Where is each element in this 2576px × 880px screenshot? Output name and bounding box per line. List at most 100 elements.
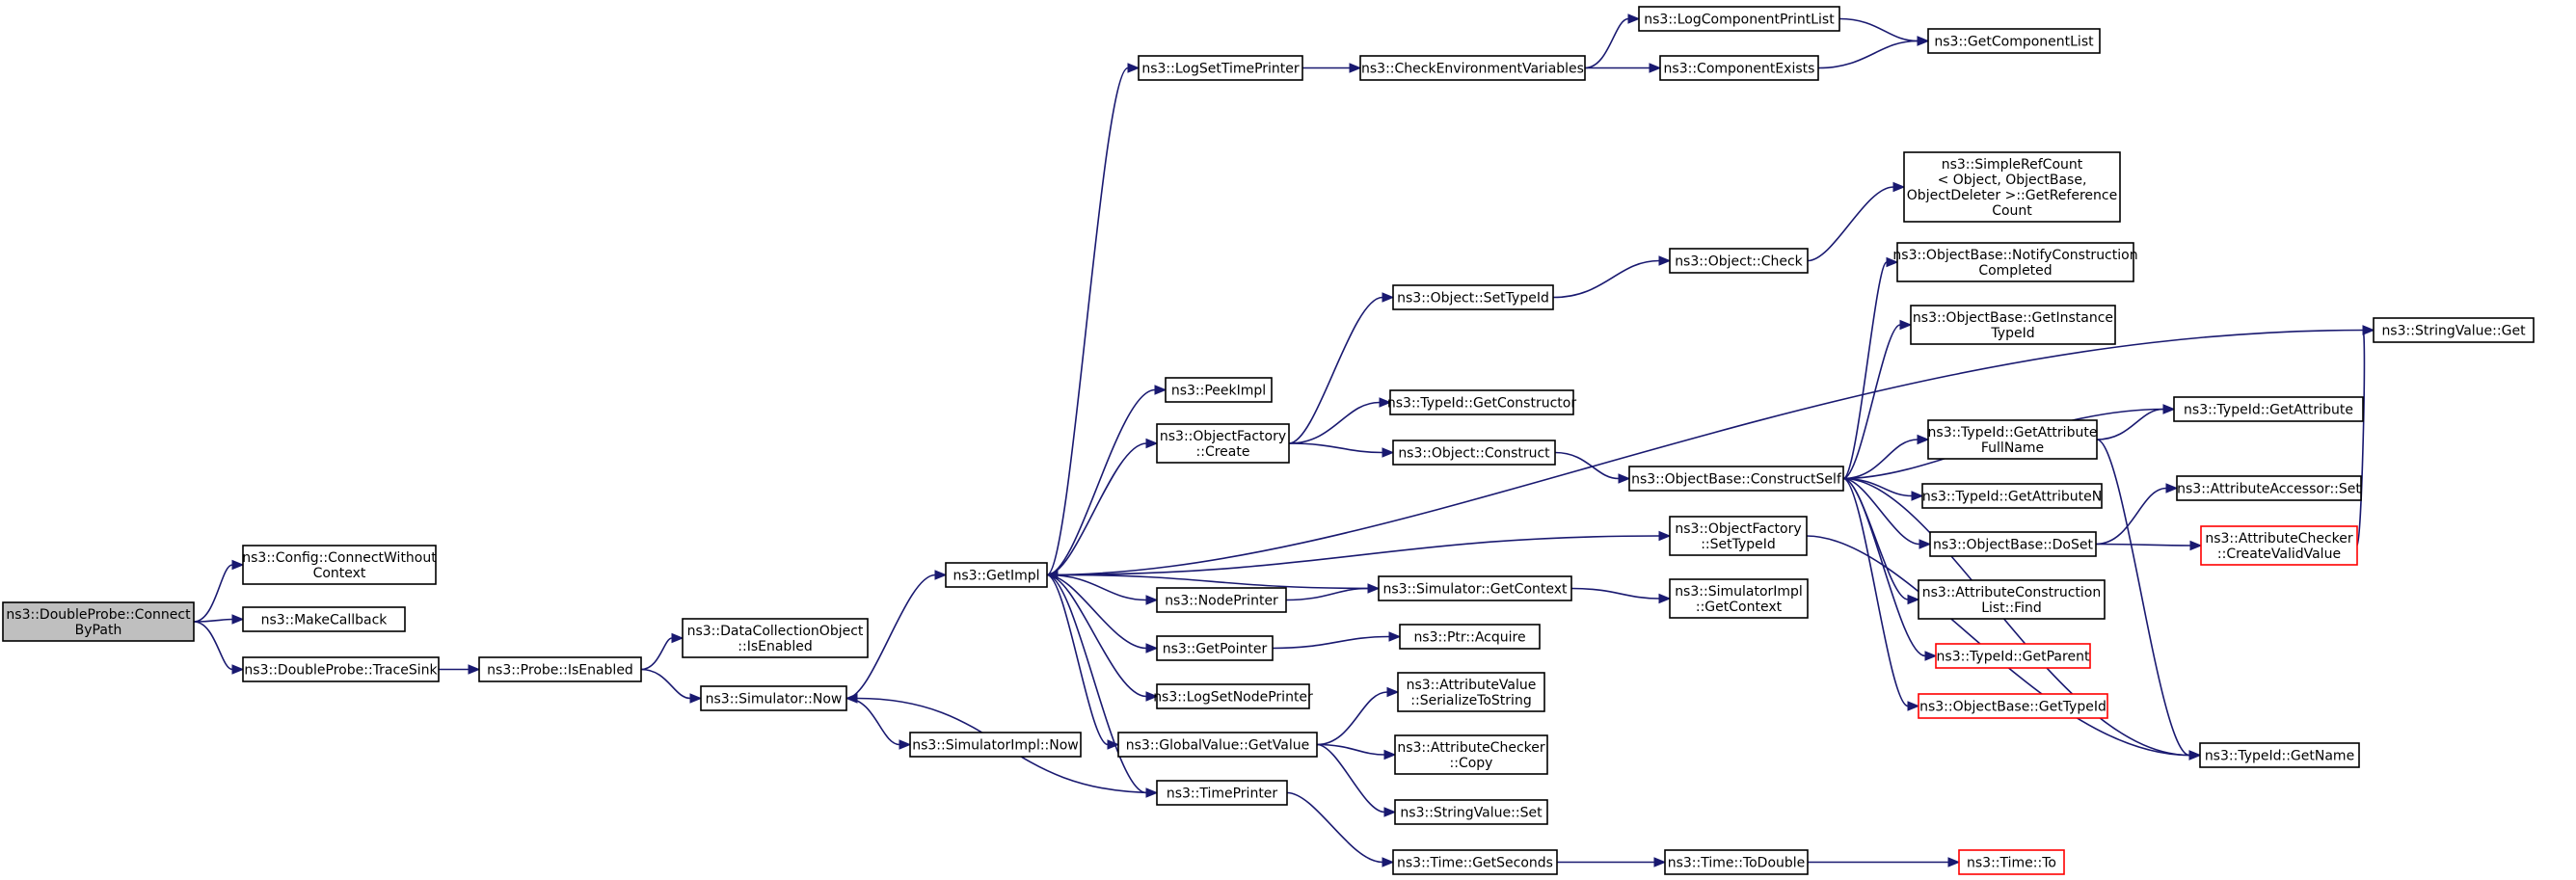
node-label: ns3::Time::To [1967, 856, 2056, 871]
arrowhead [231, 664, 245, 675]
node-peekimpl[interactable]: ns3::PeekImpl [1165, 377, 1273, 403]
node-tracesink[interactable]: ns3::DoubleProbe::TraceSink [242, 656, 440, 682]
node-label: ns3::StringValue::Get [2381, 324, 2526, 339]
node-simimpl-now[interactable]: ns3::SimulatorImpl::Now [909, 732, 1082, 758]
node-getcomplist[interactable]: ns3::GetComponentList [1927, 28, 2101, 54]
node-label: ns3::ObjectBase::ConstructSelf [1631, 472, 1842, 488]
node-objfactory-create[interactable]: ns3::ObjectFactory::Create [1156, 423, 1290, 464]
edge-sim-now-to-simimpl-now [845, 697, 912, 750]
node-objectbase-doset[interactable]: ns3::ObjectBase::DoSet [1929, 531, 2097, 557]
edge-line [1272, 635, 1390, 650]
node-typeid-getattribute[interactable]: ns3::TypeId::GetAttribute [2173, 396, 2364, 422]
node-dco-isenabled[interactable]: ns3::DataCollectionObject::IsEnabled [682, 618, 869, 658]
node-globalvalue-getvalue[interactable]: ns3::GlobalValue::GetValue [1117, 732, 1318, 758]
edge-probe-isenabled-to-sim-now [640, 668, 703, 704]
node-attrvalue-serialize[interactable]: ns3::AttributeValue::SerializeToString [1397, 672, 1545, 712]
node-label: ns3::ObjectFactory [1675, 521, 1801, 537]
node-logsetnodeprinter[interactable]: ns3::LogSetNodePrinter [1153, 683, 1313, 709]
node-label: ObjectDeleter >::GetReference [1907, 188, 2117, 203]
edge-line [1316, 743, 1385, 756]
edge-doubleprobe-connect-to-tracesink [193, 621, 245, 675]
node-object-construct[interactable]: ns3::Object::Construct [1392, 440, 1556, 466]
node-time-todouble[interactable]: ns3::Time::ToDouble [1664, 849, 1809, 875]
arrowhead [1382, 292, 1395, 303]
node-box [242, 656, 440, 682]
node-makecallback[interactable]: ns3::MakeCallback [242, 606, 406, 632]
node-simimpl-getcontext[interactable]: ns3::SimulatorImpl::GetContext [1669, 578, 1809, 619]
edge-checkenv-to-compexists [1585, 63, 1662, 73]
node-label: ns3::TypeId::GetConstructor [1387, 396, 1576, 412]
node-typeid-getname[interactable]: ns3::TypeId::GetName [2199, 742, 2360, 768]
node-attraccessor-set[interactable]: ns3::AttributeAccessor::Set [2176, 475, 2362, 501]
edge-line [193, 618, 233, 623]
arrowhead [1107, 739, 1120, 750]
node-box [700, 685, 847, 711]
node-attrchecker-createvalid[interactable]: ns3::AttributeChecker::CreateValidValue [2200, 525, 2358, 566]
node-stringvalue-set[interactable]: ns3::StringValue::Set [1394, 799, 1548, 825]
arrowhead [2165, 483, 2179, 493]
edge-object-check-to-simplerefcount [1807, 181, 1906, 262]
node-sim-getcontext[interactable]: ns3::Simulator::GetContext [1378, 575, 1572, 601]
edge-sim-getcontext-to-getimpl [1045, 570, 1380, 590]
node-logsettimeprinter[interactable]: ns3::LogSetTimePrinter [1138, 55, 1303, 81]
node-time-getseconds[interactable]: ns3::Time::GetSeconds [1392, 849, 1558, 875]
arrowhead [689, 693, 703, 704]
node-label: ::SerializeToString [1410, 693, 1531, 708]
node-typeid-getconstructor[interactable]: ns3::TypeId::GetConstructor [1387, 389, 1576, 415]
node-box [1397, 672, 1545, 712]
edge-line [2096, 439, 2190, 757]
node-ptr-acquire[interactable]: ns3::Ptr::Acquire [1399, 624, 1541, 650]
node-sim-now[interactable]: ns3::Simulator::Now [700, 685, 847, 711]
node-box [2173, 396, 2364, 422]
node-label: ns3::ObjectFactory [1160, 429, 1286, 444]
node-probe-isenabled[interactable]: ns3::Probe::IsEnabled [478, 656, 642, 682]
node-box [1117, 732, 1318, 758]
node-label: ns3::SimpleRefCount [1942, 157, 2083, 173]
node-box [1156, 683, 1310, 709]
edge-line [1842, 439, 1919, 480]
node-attrchecker-copy[interactable]: ns3::AttributeChecker::Copy [1394, 734, 1548, 775]
node-object-check[interactable]: ns3::Object::Check [1669, 248, 1809, 274]
edge-line [1552, 259, 1660, 299]
node-simplerefcount[interactable]: ns3::SimpleRefCount< Object, ObjectBase,… [1903, 151, 2121, 223]
node-notifyconstruction[interactable]: ns3::ObjectBase::NotifyConstructionCompl… [1892, 242, 2138, 282]
node-object-settypeid[interactable]: ns3::Object::SetTypeId [1392, 284, 1554, 310]
node-getpointer[interactable]: ns3::GetPointer [1156, 635, 1274, 661]
node-label: ns3::SimulatorImpl::Now [912, 738, 1079, 754]
node-timeprinter[interactable]: ns3::TimePrinter [1156, 780, 1288, 806]
node-getimpl[interactable]: ns3::GetImpl [945, 562, 1048, 588]
arrowhead [1886, 256, 1899, 268]
node-compexists[interactable]: ns3::ComponentExists [1659, 55, 1819, 81]
edge-line [2356, 329, 2366, 547]
node-checkenv[interactable]: ns3::CheckEnvironmentVariables [1359, 55, 1586, 81]
node-typeid-getparent[interactable]: ns3::TypeId::GetParent [1935, 643, 2091, 669]
node-box [242, 606, 406, 632]
node-label: ns3::LogSetNodePrinter [1153, 690, 1313, 706]
edge-objfactory-create-to-object-settypeid [1288, 292, 1395, 444]
arrowhead [671, 632, 684, 644]
edge-objfactory-create-to-object-construct [1288, 442, 1395, 458]
edge-line [1838, 17, 1919, 42]
arrowhead [1145, 691, 1159, 702]
node-typeid-getattributen[interactable]: ns3::TypeId::GetAttributeN [1921, 483, 2103, 509]
node-nodeprinter[interactable]: ns3::NodePrinter [1156, 587, 1287, 613]
node-time-to[interactable]: ns3::Time::To [1958, 849, 2065, 875]
edge-getimpl-to-logsetnodeprinter [1046, 573, 1159, 702]
node-label: ns3::Simulator::Now [706, 692, 843, 707]
edge-time-getseconds-to-time-todouble [1557, 857, 1667, 867]
edge-line [1316, 691, 1388, 746]
node-label: ns3::AttributeChecker [2205, 531, 2353, 547]
arrowhead [231, 614, 245, 625]
node-stringvalue-get[interactable]: ns3::StringValue::Get [2373, 317, 2535, 343]
node-logcompprintlist[interactable]: ns3::LogComponentPrintList [1638, 6, 1840, 32]
node-box [1927, 419, 2098, 460]
node-constructself[interactable]: ns3::ObjectBase::ConstructSelf [1628, 466, 1844, 492]
node-objectbase-gettypeid[interactable]: ns3::ObjectBase::GetTypeId [1918, 693, 2108, 719]
node-objfactory-settypeid[interactable]: ns3::ObjectFactory::SetTypeId [1669, 516, 1808, 556]
